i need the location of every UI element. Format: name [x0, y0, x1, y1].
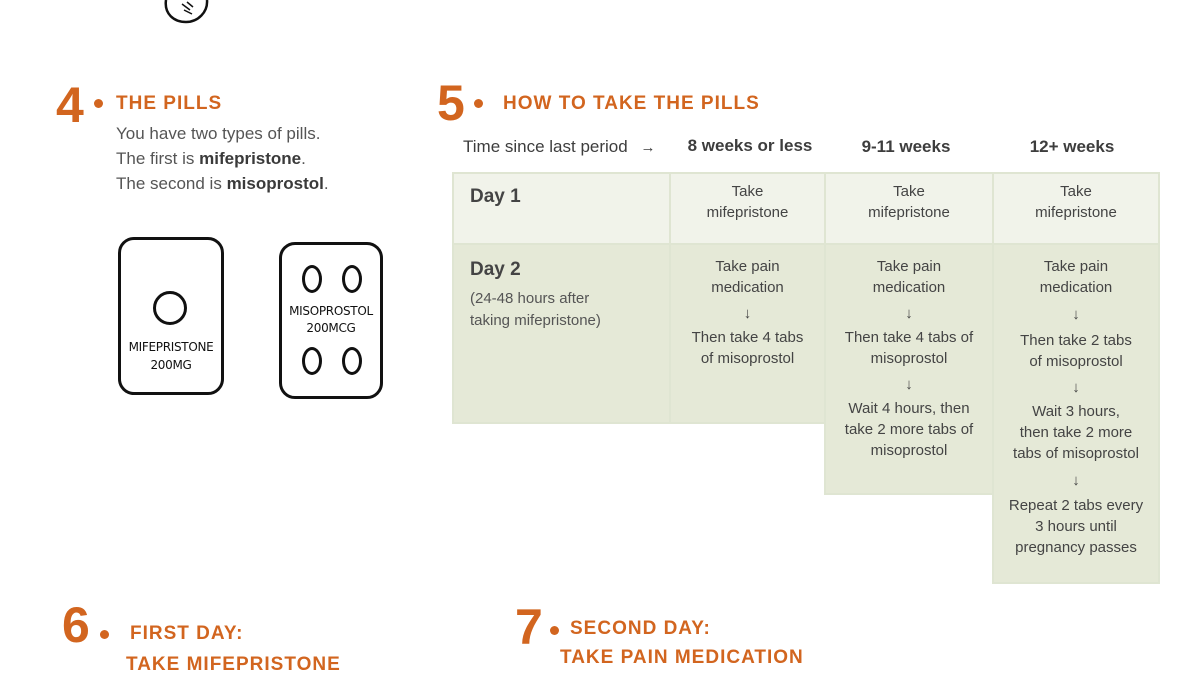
arrow-right-icon: →: [640, 139, 656, 156]
day2-8w-line-3: Then take 4 tabs: [691, 329, 804, 346]
day2-9-11w-line-6: take 2 more tabs of: [844, 421, 974, 438]
section-5-title: HOW TO TAKE THE PILLS: [503, 93, 760, 114]
day2-12w-line-6: then take 2 more: [1019, 424, 1133, 441]
section-5-number: 5: [437, 75, 465, 131]
day1-cell-9-11-weeks: [824, 172, 994, 245]
section-7-number: 7: [515, 599, 543, 655]
day2-12w-line-9: 3 hours until: [1035, 518, 1117, 535]
section-4-number: 4: [56, 77, 84, 133]
day2-cell-9-11-weeks: [824, 243, 994, 495]
pill-icon: [153, 291, 187, 325]
column-header-9-11-weeks: 9-11 weeks: [861, 137, 951, 156]
section-6-title-line-2: TAKE MIFEPRISTONE: [126, 654, 341, 675]
day1-instruction-8-weeks-line-1: Take: [731, 183, 764, 200]
day2-12w-line-3: Then take 2 tabs: [1020, 332, 1132, 349]
pills-intro-line-3: The second is misoprostol.: [116, 171, 329, 196]
day2-label: Day 2: [470, 259, 521, 280]
pill-icon: [302, 265, 322, 293]
arrow-down-icon: ↓: [743, 305, 752, 322]
section-4-title: THE PILLS: [116, 93, 223, 114]
day1-instruction-9-11-weeks: Take mifepristone: [824, 181, 994, 223]
column-header-12-weeks: 12+ weeks: [1029, 137, 1115, 156]
day2-9-11w-line-5: Wait 4 hours, then: [848, 400, 970, 417]
day1-label-cell: [452, 172, 671, 245]
pills-intro-line-2: The first is mifepristone.: [116, 146, 306, 171]
section-7-title-line-1: SECOND DAY:: [570, 618, 711, 639]
section-7-dot: [550, 626, 559, 635]
misoprostol-pack-label: MISOPROSTOL 200MCG: [282, 303, 380, 337]
day2-8w-line-1: Take pain: [715, 258, 780, 275]
day2-12w-line-1: Take pain: [1043, 258, 1109, 275]
day2-9-11w-line-7: misoprostol: [870, 442, 948, 459]
pills-intro-line-2-prefix: The first is: [116, 149, 200, 168]
day2-sublabel-line-2: taking mifepristone): [470, 312, 601, 329]
mifepristone-pack-label-line-1: MIFEPRISTONE: [128, 340, 214, 354]
day2-9-11w-line-1: Take pain: [876, 258, 942, 275]
day2-cell-12-weeks: [992, 243, 1160, 584]
misoprostol-name: misoprostol: [226, 174, 324, 193]
day2-9-11w-line-3: Then take 4 tabs of: [844, 329, 974, 346]
day1-instruction-8-weeks: Take mifepristone: [669, 181, 826, 223]
day2-8w-line-2: medication: [711, 279, 784, 296]
arrow-down-icon: ↓: [1072, 379, 1080, 396]
pill-icon: [342, 265, 362, 293]
section-5-dot: [474, 99, 483, 108]
mifepristone-pack-illustration: MIFEPRISTONE 200MG: [118, 237, 224, 395]
day2-12w-line-7: tabs of misoprostol: [1013, 445, 1139, 462]
time-since-last-period-text: Time since last period: [463, 137, 628, 156]
misoprostol-pack-label-line-1: MISOPROSTOL: [289, 304, 373, 318]
day2-sublabel-line-1: (24-48 hours after: [470, 290, 590, 307]
pill-icon: [342, 347, 362, 375]
day1-instruction-9-11-weeks-line-1: Take: [893, 183, 925, 200]
day2-12w-line-10: pregnancy passes: [1015, 539, 1137, 556]
section-7-title-line-2: TAKE PAIN MEDICATION: [560, 647, 804, 668]
mifepristone-pack-label: MIFEPRISTONE 200MG: [121, 338, 221, 374]
pills-intro-line-3-suffix: .: [323, 174, 329, 193]
sketch-illustration-fragment: [164, 0, 209, 24]
section-6-dot: [100, 630, 109, 639]
arrow-down-icon: ↓: [905, 305, 913, 322]
section-4-dot: [94, 99, 103, 108]
arrow-down-icon: ↓: [1072, 306, 1080, 323]
mifepristone-name: mifepristone: [199, 149, 302, 168]
day2-instruction-8-weeks: Take pain medication ↓ Then take 4 tabs …: [669, 256, 826, 369]
pills-intro-line-2-suffix: .: [301, 149, 306, 168]
column-header-8-weeks: 8 weeks or less: [687, 136, 813, 155]
arrow-down-icon: ↓: [905, 376, 913, 393]
misoprostol-pack-label-line-2: 200MCG: [306, 321, 356, 335]
day2-sublabel: (24-48 hours after taking mifepristone): [470, 288, 601, 332]
day2-12w-line-5: Wait 3 hours,: [1032, 403, 1120, 420]
time-since-last-period-label: Time since last period →: [463, 137, 655, 157]
pill-icon: [302, 347, 322, 375]
day1-instruction-12-weeks-line-2: mifepristone: [1035, 204, 1117, 221]
day2-12w-line-2: medication: [1039, 279, 1113, 296]
day2-9-11w-line-2: medication: [872, 279, 946, 296]
section-6-title-line-1: FIRST DAY:: [130, 623, 244, 644]
day2-instruction-9-11-weeks: Take pain medication ↓ Then take 4 tabs …: [824, 256, 994, 461]
day1-label: Day 1: [470, 186, 521, 207]
mifepristone-pack-label-line-2: 200MG: [150, 358, 192, 372]
pills-intro-line-1: You have two types of pills.: [116, 124, 321, 143]
day1-instruction-8-weeks-line-2: mifepristone: [706, 204, 789, 221]
pills-intro-line-3-prefix: The second is: [116, 174, 227, 193]
day2-instruction-12-weeks: Take pain medication ↓ Then take 2 tabs …: [992, 256, 1160, 558]
day1-instruction-12-weeks: Take mifepristone: [992, 181, 1160, 223]
day2-9-11w-line-4: misoprostol: [870, 350, 948, 367]
day2-12w-line-4: of misoprostol: [1029, 353, 1123, 370]
day2-cell-8-weeks: [669, 243, 826, 424]
day1-instruction-9-11-weeks-line-2: mifepristone: [868, 204, 950, 221]
day1-cell-8-weeks: [669, 172, 826, 245]
arrow-down-icon: ↓: [1072, 472, 1080, 489]
day2-12w-line-8: Repeat 2 tabs every: [1008, 497, 1144, 514]
misoprostol-pack-illustration: MISOPROSTOL 200MCG: [279, 242, 383, 399]
section-6-number: 6: [62, 597, 90, 653]
day2-8w-line-4: of misoprostol: [700, 350, 795, 367]
day1-instruction-12-weeks-line-1: Take: [1060, 183, 1092, 200]
